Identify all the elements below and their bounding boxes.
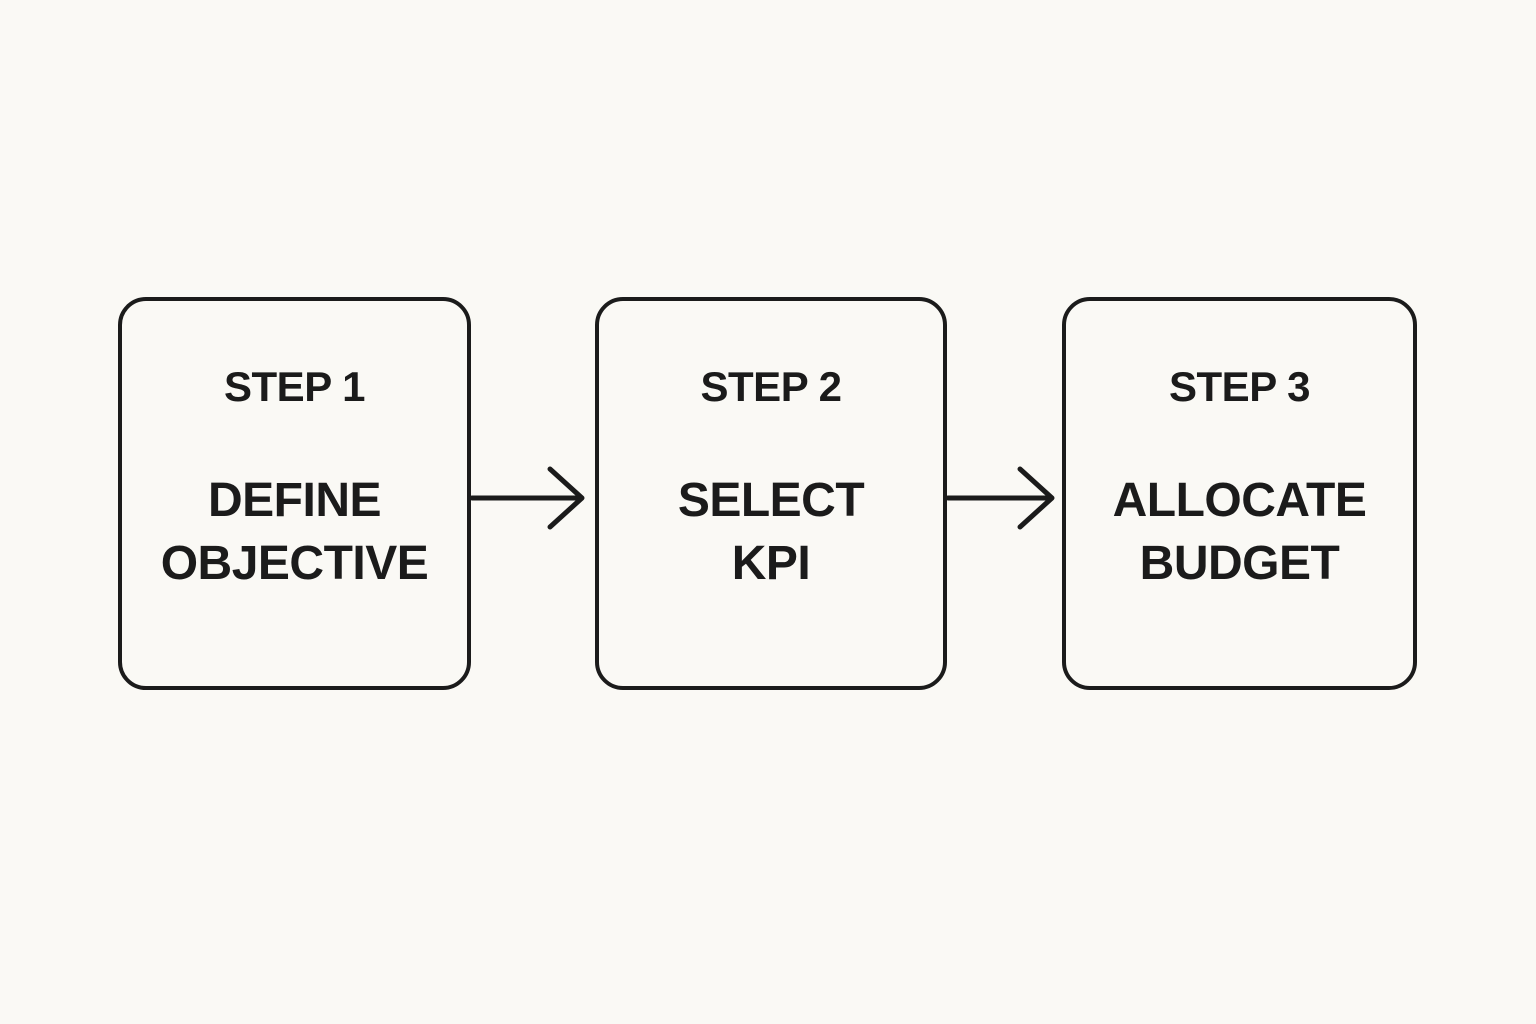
step-3-box: STEP 3 ALLOCATE BUDGET bbox=[1062, 297, 1417, 690]
step-3-title-line-2: BUDGET bbox=[1139, 537, 1340, 590]
step-3-title-line-1: ALLOCATE bbox=[1112, 474, 1367, 527]
step-3-label: STEP 3 bbox=[1169, 363, 1310, 410]
step-1-box: STEP 1 DEFINE OBJECTIVE bbox=[118, 297, 471, 690]
step-1-label: STEP 1 bbox=[224, 363, 365, 410]
step-1-title-line-2: OBJECTIVE bbox=[160, 537, 429, 590]
step-1-title: DEFINE OBJECTIVE bbox=[122, 469, 467, 595]
step-2-title-line-2: KPI bbox=[731, 537, 811, 590]
step-2-title-line-1: SELECT bbox=[677, 474, 865, 527]
step-2-box: STEP 2 SELECT KPI bbox=[595, 297, 947, 690]
step-2-title: SELECT KPI bbox=[599, 469, 943, 595]
right-arrow-icon bbox=[946, 466, 1055, 530]
step-3-title: ALLOCATE BUDGET bbox=[1066, 469, 1413, 595]
right-arrow-icon bbox=[470, 466, 585, 530]
arrow-step2-to-step3 bbox=[946, 460, 1062, 536]
step-1-title-line-1: DEFINE bbox=[207, 474, 382, 527]
arrow-step1-to-step2 bbox=[470, 460, 586, 536]
step-2-label: STEP 2 bbox=[700, 363, 842, 410]
